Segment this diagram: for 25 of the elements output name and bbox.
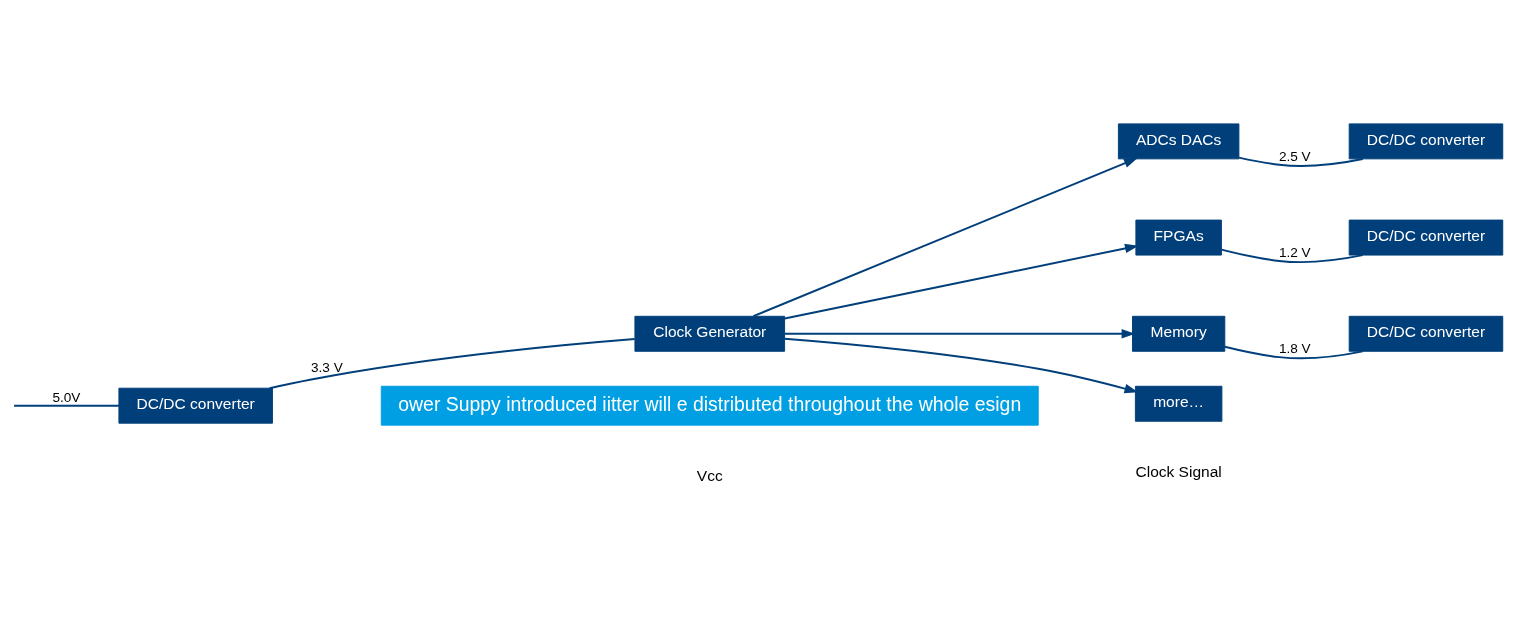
node-box: Clock Generator (634, 315, 786, 352)
label: Clock Signal (1135, 463, 1222, 481)
node-box: DC/DC converter (118, 387, 273, 424)
arrow (783, 243, 1139, 320)
edge-label: 1.2 V (1278, 245, 1311, 261)
node-box: Memory (1132, 315, 1226, 352)
node-box: ower Suppy introduced iitter will e distributed throughout the whole esign (380, 385, 1039, 426)
connector (268, 338, 636, 390)
connector (1238, 156, 1364, 167)
edge-label: 3.3 V (311, 359, 343, 375)
label: Vcc (696, 467, 723, 485)
arrow (752, 157, 1138, 318)
edge-label: 2.5 V (1278, 149, 1311, 165)
node-box: DC/DC converter (1348, 219, 1504, 256)
node-box: FPGAs (1135, 219, 1222, 256)
connector (13, 404, 120, 407)
arrow (783, 337, 1139, 394)
edge-label: 1.8 V (1278, 341, 1311, 357)
connector (1223, 345, 1364, 360)
connector (1220, 248, 1364, 264)
node-box: DC/DC converter (1348, 315, 1504, 352)
node-box: ADCs DACs (1117, 123, 1240, 160)
node-box: more… (1134, 385, 1223, 422)
edge-label: 5.0V (52, 390, 81, 406)
node-box: DC/DC converter (1348, 123, 1504, 160)
